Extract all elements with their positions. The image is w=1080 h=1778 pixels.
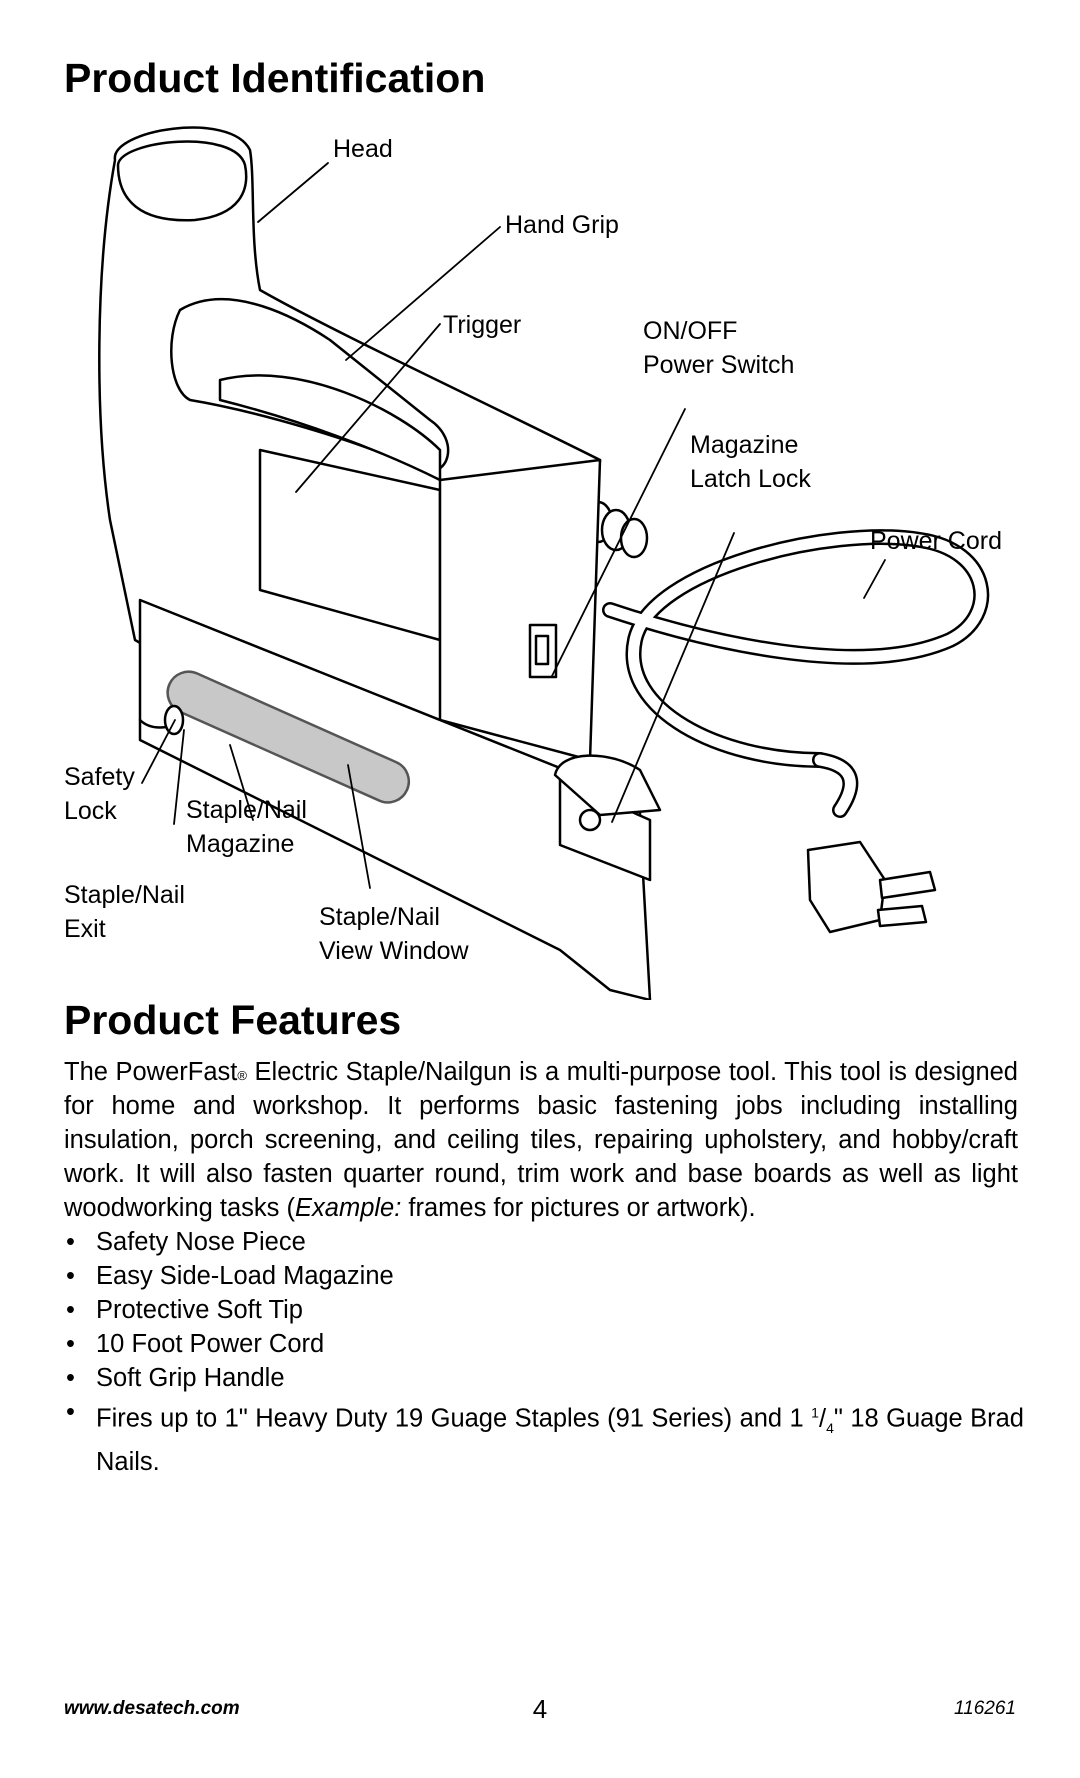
callout-head: Head: [333, 135, 393, 163]
callout-power-cord: Power Cord: [870, 527, 1002, 555]
list-item: •Easy Side-Load Magazine: [66, 1262, 394, 1290]
page-number: 4: [532, 1694, 548, 1724]
features-paragraph: The PowerFast® Electric Staple/Nailgun i…: [64, 1058, 1018, 1222]
callout-hand-grip: Hand Grip: [505, 211, 619, 239]
product-diagram: Head Hand Grip Trigger ON/OFF Power Swit…: [0, 120, 1080, 1002]
page-title: Product Identification: [64, 55, 486, 101]
plug-illustration: [806, 840, 937, 934]
callout-leader-lines: [141, 162, 886, 889]
footer-website: www.desatech.com: [64, 1698, 240, 1719]
staple-gun-illustration: [98, 126, 990, 1002]
callout-staple-nail-exit: Staple/Nail Exit: [64, 881, 185, 943]
list-item: •Protective Soft Tip: [66, 1296, 303, 1324]
power-cord-illustration: [602, 529, 990, 818]
list-item: •Soft Grip Handle: [66, 1364, 285, 1392]
features-list: •Safety Nose Piece •Easy Side-Load Magaz…: [64, 1225, 1024, 1479]
callout-trigger: Trigger: [443, 311, 522, 339]
callout-staple-nail-magazine: Staple/Nail Magazine: [186, 796, 307, 858]
callout-safety-lock: Safety Lock: [64, 763, 135, 825]
document-code: 116261: [954, 1698, 1016, 1719]
section-title-features: Product Features: [64, 997, 402, 1043]
callout-power-switch: ON/OFF Power Switch: [643, 317, 795, 379]
callout-magazine-latch-lock: Magazine Latch Lock: [690, 431, 811, 493]
list-item: •Fires up to 1" Heavy Duty 19 Guage Stap…: [66, 1398, 1024, 1476]
callout-staple-nail-view-window: Staple/Nail View Window: [319, 903, 469, 965]
list-item: •10 Foot Power Cord: [66, 1330, 325, 1358]
list-item: •Safety Nose Piece: [66, 1228, 306, 1256]
